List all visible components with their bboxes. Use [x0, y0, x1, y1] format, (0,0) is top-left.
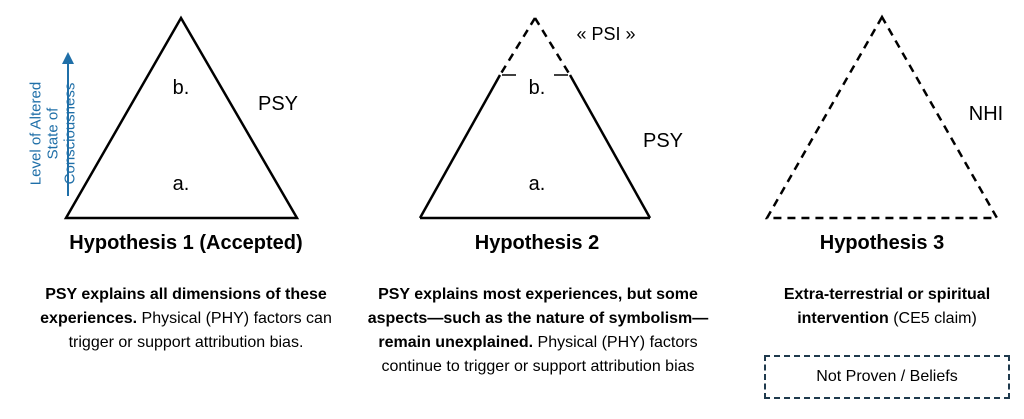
h2-dashed-right: [533, 17, 572, 76]
h1-label-psy: PSY: [258, 93, 298, 115]
hypothesis-3-description: Extra-terrestrial or spiritual intervent…: [754, 283, 1020, 331]
h3-label-nhi: NHI: [969, 103, 1003, 125]
h3-desc-normal: (CE5 claim): [888, 310, 977, 327]
axis-label-line1: Level of Altered State of: [27, 81, 62, 186]
h1-desc-bold: PSY explains all dimensions of these exp…: [40, 286, 327, 327]
h2-dashed-left: [498, 17, 537, 76]
h2-label-psi: « PSI »: [576, 24, 635, 44]
hypothesis-2-description: PSY explains most experiences, but some …: [357, 283, 719, 379]
hypothesis-3-triangle: [764, 14, 1000, 220]
h2-solid-left: [418, 74, 502, 219]
axis-label-line2: Consciousness: [61, 82, 79, 185]
h2-desc-bold: PSY explains most experiences, but some …: [367, 286, 709, 351]
hypothesis-1-title: Hypothesis 1 (Accepted): [69, 232, 303, 254]
h3-desc-bold: Extra-terrestrial or spiritual intervent…: [783, 286, 991, 327]
h2-label-a: a.: [529, 173, 546, 195]
not-proven-text: Not Proven / Beliefs: [816, 368, 958, 385]
h1-desc-normal: Physical (PHY) factors can trigger or su…: [68, 310, 332, 351]
axis-label: Level of Altered State of Consciousness: [28, 69, 79, 199]
hypothesis-1-triangle: [63, 15, 300, 220]
hypothesis-1-description: PSY explains all dimensions of these exp…: [40, 283, 332, 355]
h2-desc-normal: Physical (PHY) factors continue to trigg…: [381, 334, 698, 375]
h1-label-b: b.: [173, 77, 190, 99]
h2-solid-right: [568, 74, 652, 219]
h2-label-b: b.: [529, 77, 546, 99]
hypothesis-2-title: Hypothesis 2: [474, 232, 600, 254]
axis-arrowhead: [62, 52, 74, 64]
h1-label-a: a.: [173, 173, 190, 195]
hypothesis-3-title: Hypothesis 3: [819, 232, 945, 254]
not-proven-box: Not Proven / Beliefs: [764, 355, 1010, 399]
h2-label-psy: PSY: [643, 130, 683, 152]
